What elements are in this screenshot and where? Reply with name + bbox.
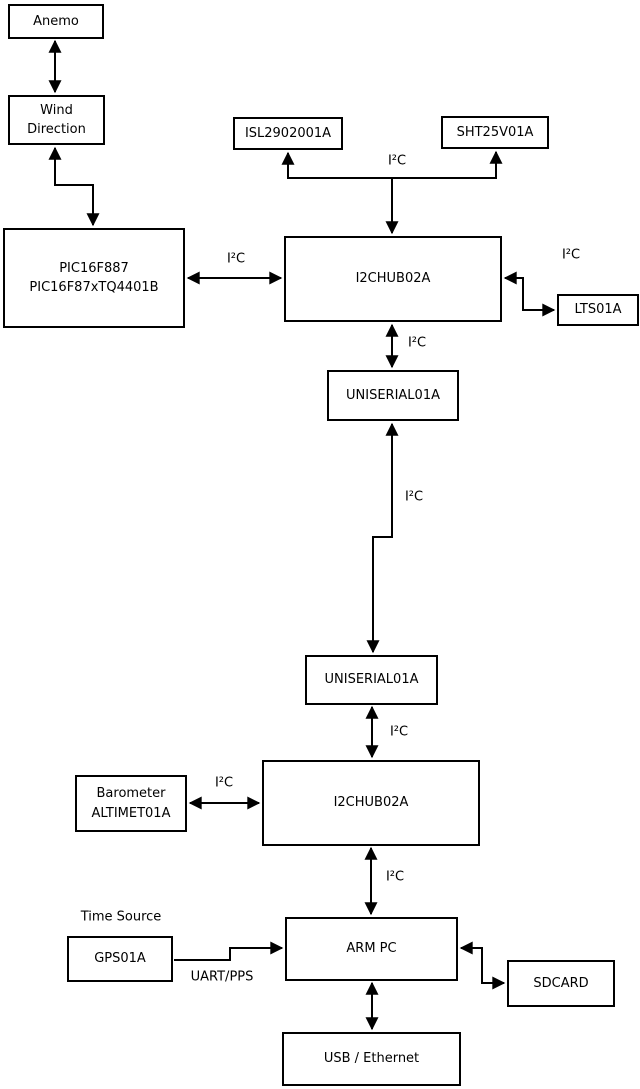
node-arm-pc: ARM PC [285,917,458,981]
node-sht25v01a: SHT25V01A [441,116,549,149]
edge-label-i2c-hub2-armpc: I²C [385,869,405,885]
node-lts01a: LTS01A [557,294,639,326]
edge-label-i2c-barometer-hub2: I²C [214,775,234,791]
edge-hub1-lts [503,271,556,317]
edge-gps-armpc [174,941,284,961]
edge-label-i2c-hub1-uniserial1: I²C [407,335,427,351]
annotation-uart-pps: UART/PPS [190,969,254,985]
edge-label-i2c-uniserial2-hub2: I²C [389,724,409,740]
edge-label-i2c-hub1-lts: I²C [561,247,581,263]
node-i2chub02a-1: I2CHUB02A [284,236,502,322]
edge-wind-pic [48,146,100,227]
node-barometer-altimet01a: Barometer ALTIMET01A [75,775,187,832]
node-i2chub02a-2: I2CHUB02A [262,760,480,846]
node-isl2902001a: ISL2902001A [233,117,343,150]
node-anemo: Anemo [8,4,104,39]
node-sdcard: SDCARD [507,960,615,1007]
node-gps01a: GPS01A [67,936,173,982]
edge-armpc-sdcard [459,941,506,990]
node-pic16f887: PIC16F887 PIC16F87xTQ4401B [3,228,185,328]
annotation-time-source: Time Source [80,909,162,925]
node-uniserial01a-2: UNISERIAL01A [305,655,438,705]
node-wind-direction: Wind Direction [8,95,105,145]
edge-label-i2c-pic-hub1: I²C [226,251,246,267]
node-uniserial01a-1: UNISERIAL01A [327,370,459,421]
edge-label-i2c-isl-sht: I²C [387,153,407,169]
edge-label-i2c-uniserial-long: I²C [404,489,424,505]
node-usb-ethernet: USB / Ethernet [282,1032,461,1086]
edge-uniserial1-uniserial2 [366,422,399,654]
